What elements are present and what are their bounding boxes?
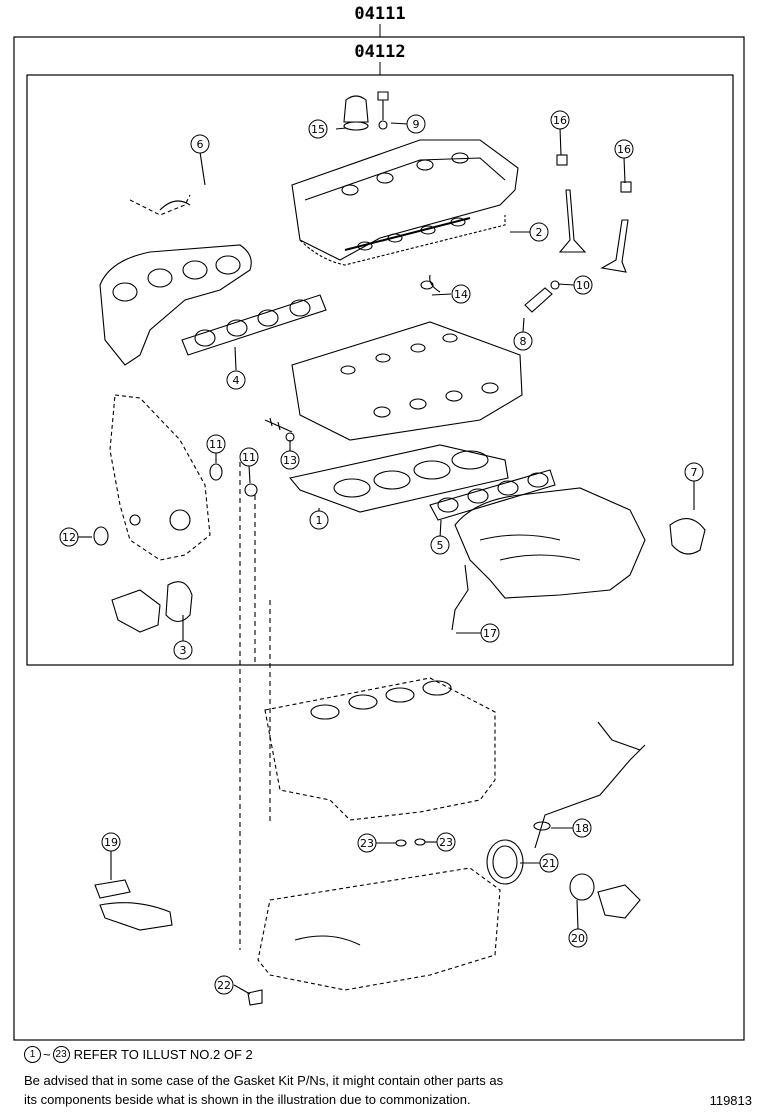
svg-text:16: 16 <box>617 143 631 156</box>
cylinder-head-cover <box>291 139 519 261</box>
svg-text:23: 23 <box>439 836 453 849</box>
o-ring-11-right <box>244 483 258 497</box>
svg-text:2: 2 <box>536 226 543 239</box>
dipstick-tube <box>451 564 469 631</box>
drain-plug-22 <box>247 989 263 1006</box>
svg-text:18: 18 <box>575 822 589 835</box>
callout-12: 12 <box>59 527 79 547</box>
svg-text:11: 11 <box>209 438 223 451</box>
svg-text:12: 12 <box>62 531 76 544</box>
svg-text:10: 10 <box>576 279 590 292</box>
outer-kit-code: 04111 <box>354 4 406 24</box>
callout-4: 4 <box>226 370 246 390</box>
callout-10: 10 <box>573 275 593 295</box>
injector <box>524 287 553 313</box>
svg-text:21: 21 <box>542 857 556 870</box>
water-pump <box>111 589 161 633</box>
callout-15: 15 <box>308 119 328 139</box>
svg-text:14: 14 <box>454 288 468 301</box>
svg-text:23: 23 <box>360 837 374 850</box>
cover-gasket-2 <box>299 215 506 266</box>
svg-text:7: 7 <box>691 466 698 479</box>
water-pump-gasket-3 <box>165 581 193 623</box>
callout-11-left: 11 <box>206 434 226 454</box>
callout-7: 7 <box>684 462 704 482</box>
callout-13: 13 <box>280 450 300 470</box>
svg-text:19: 19 <box>104 836 118 849</box>
exhaust-manifold <box>99 244 252 366</box>
bolt-9 <box>377 91 389 120</box>
svg-text:11: 11 <box>242 451 256 464</box>
callout-3: 3 <box>173 640 193 660</box>
valve-left <box>558 189 587 253</box>
seal-20 <box>569 873 595 901</box>
water-pipe <box>534 721 646 849</box>
svg-text:16: 16 <box>553 114 567 127</box>
svg-text:8: 8 <box>520 335 527 348</box>
callout-16-right: 16 <box>614 139 634 159</box>
cylinder-head <box>291 321 523 441</box>
intake-manifold <box>454 487 646 599</box>
svg-text:22: 22 <box>217 979 231 992</box>
callout-9: 9 <box>406 114 426 134</box>
advice-line-1: Be advised that in some case of the Gask… <box>24 1073 504 1088</box>
callout-14: 14 <box>451 284 471 304</box>
ref-tilde: ~ <box>43 1047 51 1062</box>
callout-1: 1 <box>309 510 329 530</box>
svg-text:3: 3 <box>180 644 187 657</box>
callout-18: 18 <box>572 818 592 838</box>
svg-text:13: 13 <box>283 454 297 467</box>
oil-filler-cap <box>343 95 369 123</box>
head-gasket-1 <box>288 444 509 513</box>
callout-23-left: 23 <box>357 833 377 853</box>
svg-text:4: 4 <box>233 374 240 387</box>
callout-20: 20 <box>568 928 588 948</box>
svg-text:15: 15 <box>311 123 325 136</box>
svg-text:5: 5 <box>437 539 444 552</box>
crankshaft-seal-21 <box>486 839 524 885</box>
callout-16-left: 16 <box>550 110 570 130</box>
callout-5: 5 <box>430 535 450 555</box>
ref-end-circle: 23 <box>52 1046 70 1063</box>
callout-6: 6 <box>190 134 210 154</box>
refer-note: 1 ~ 23 REFER TO ILLUST NO.2 OF 2 <box>24 1045 253 1063</box>
oil-pan <box>257 867 501 991</box>
callout-group: 1 2 3 4 5 6 7 8 9 10 11 11 12 13 14 15 1… <box>59 110 704 995</box>
o-ring-11-left <box>209 463 223 481</box>
illustration-number: 119813 <box>709 1093 752 1108</box>
cylinder-block <box>264 677 496 821</box>
callout-8: 8 <box>513 331 533 351</box>
svg-text:17: 17 <box>483 627 497 640</box>
exhaust-manifold-gasket-4 <box>181 294 327 356</box>
svg-text:9: 9 <box>413 118 420 131</box>
oil-strainer <box>94 879 173 931</box>
callout-11-right: 11 <box>239 447 259 467</box>
valve-right <box>600 219 629 273</box>
inner-kit-code: 04112 <box>354 42 406 62</box>
oil-seal-12 <box>93 526 109 546</box>
callout-17: 17 <box>480 623 500 643</box>
callout-19: 19 <box>101 832 121 852</box>
outer-kit-frame <box>13 36 745 1041</box>
ref-start-circle: 1 <box>24 1046 41 1063</box>
ref-text: REFER TO ILLUST NO.2 OF 2 <box>73 1047 253 1062</box>
advice-line-2: its components beside what is shown in t… <box>24 1092 471 1107</box>
svg-text:1: 1 <box>316 514 323 527</box>
svg-text:20: 20 <box>571 932 585 945</box>
svg-text:6: 6 <box>197 138 204 151</box>
callout-21: 21 <box>539 853 559 873</box>
timing-chain-cover <box>109 394 211 561</box>
exhaust-gasket-6 <box>159 200 191 211</box>
gasket-7 <box>669 518 706 555</box>
callout-22: 22 <box>214 975 234 995</box>
callout-2: 2 <box>529 222 549 242</box>
callout-23-right: 23 <box>436 832 456 852</box>
